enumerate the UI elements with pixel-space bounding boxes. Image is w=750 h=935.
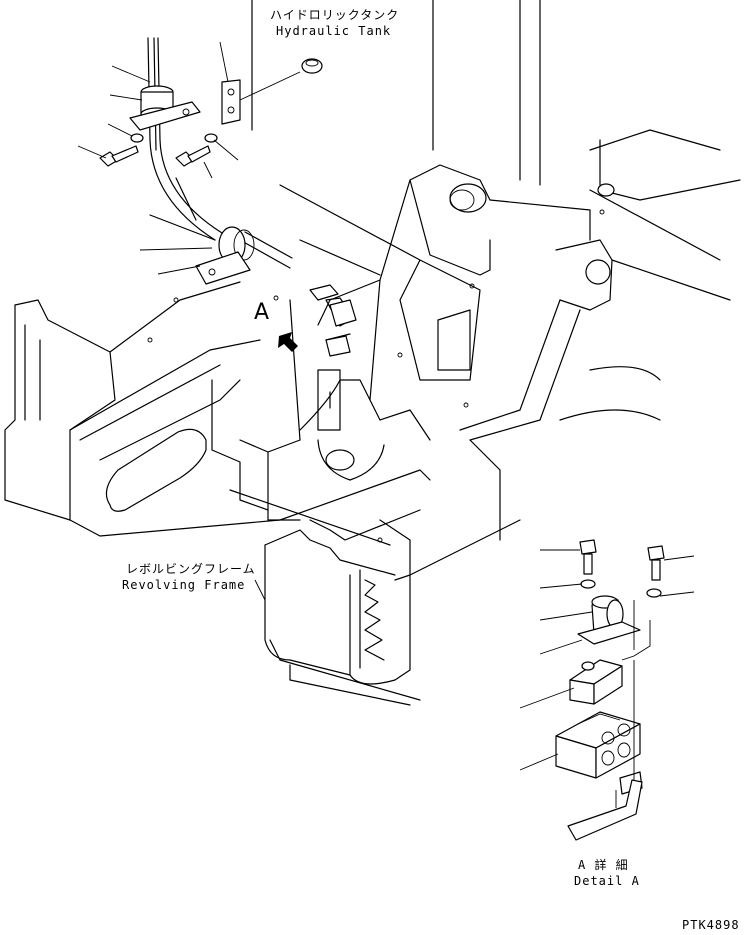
view-arrow bbox=[278, 332, 298, 352]
revolving-frame-label-en: Revolving Frame bbox=[122, 578, 246, 592]
detail-a-label-en: Detail A bbox=[574, 874, 640, 888]
detail-a bbox=[555, 539, 665, 841]
upper-hose-clamp bbox=[129, 37, 223, 241]
leader-lines-detail bbox=[519, 549, 695, 771]
view-marker-label: A bbox=[254, 300, 271, 325]
detail-a-label-jp: A 詳 細 bbox=[578, 858, 629, 872]
hydraulic-tank bbox=[251, 0, 541, 186]
label-leaders bbox=[254, 579, 266, 601]
hydraulic-tank-label-jp: ハイドロリックタンク bbox=[270, 8, 400, 22]
lower-hose-clamp bbox=[149, 177, 293, 285]
hydraulic-tank-label-en: Hydraulic Tank bbox=[276, 24, 392, 38]
leader-lines-upper bbox=[77, 41, 239, 275]
tank-bracket bbox=[221, 58, 323, 125]
revolving-frame-label-jp: レボルビングフレーム bbox=[126, 562, 256, 576]
upper-bolts bbox=[99, 133, 218, 167]
revolving-frame bbox=[4, 129, 741, 706]
drawing-code: PTK4898 bbox=[682, 918, 740, 932]
